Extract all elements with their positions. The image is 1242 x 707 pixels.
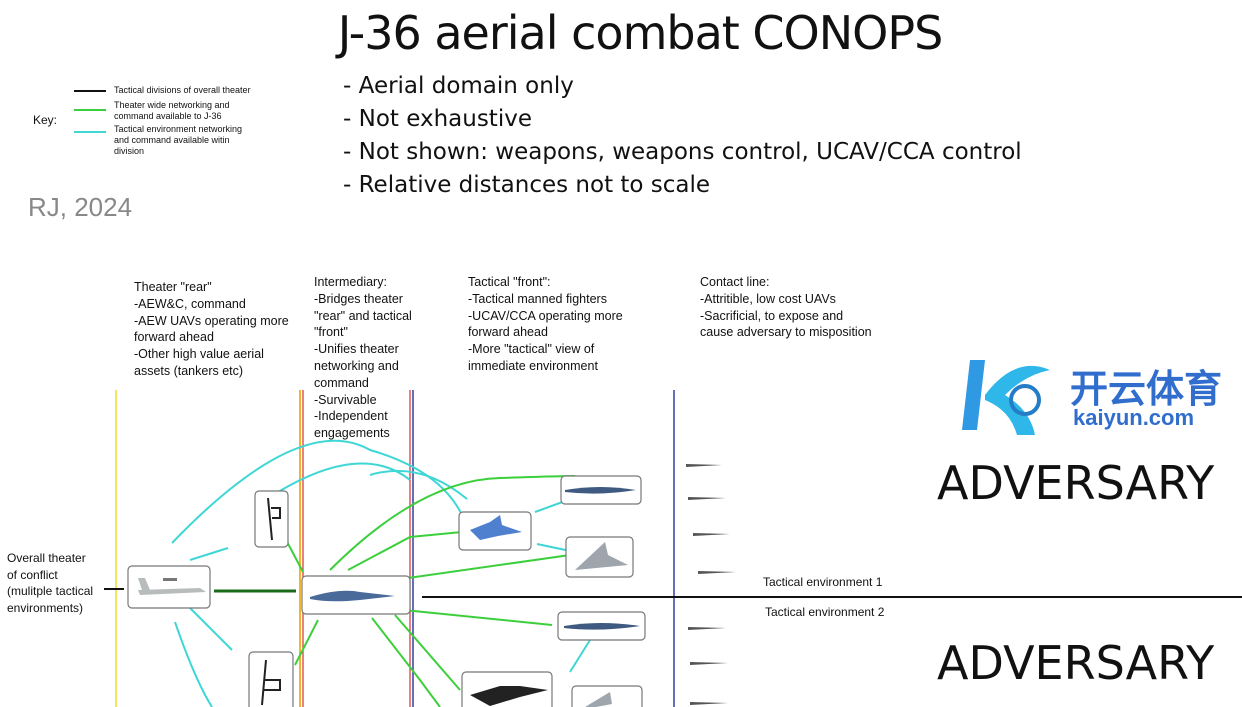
col-line: forward ahead: [468, 325, 548, 340]
green-links: [284, 475, 576, 707]
tactical-env-2-label: Tactical environment 2: [765, 605, 885, 619]
column-rear: Theater "rear" -AEW&C, command -AEW UAVs o…: [134, 279, 289, 380]
cyan-links: [171, 439, 591, 707]
col-line: -Sacrificial, to expose and: [700, 308, 844, 323]
col-line: cause adversary to misposition: [700, 325, 872, 340]
attritable-uav-icons: [686, 464, 736, 705]
watermark-logo: 开云体育 kaiyun.com: [955, 350, 1235, 440]
note: - Aerial domain only: [343, 73, 574, 99]
watermark-cn: 开云体育: [1070, 367, 1223, 411]
adversary-label-bottom: ADVERSARY: [937, 636, 1215, 690]
key-line-black: [74, 90, 106, 92]
col-line: -Attritible, low cost UAVs: [700, 291, 836, 306]
col-line: -UCAV/CCA operating more: [468, 308, 623, 323]
author-credit: RJ, 2024: [28, 192, 133, 222]
key-line-cyan: [74, 131, 106, 133]
col-line: -Survivable: [314, 392, 377, 407]
col-line: -AEW&C, command: [134, 296, 246, 311]
col-line: assets (tankers etc): [134, 363, 244, 378]
aew-uav-box-top: [254, 490, 289, 548]
logo-icon: [962, 360, 1050, 435]
col-line: Tactical "front":: [468, 275, 551, 289]
col-line: Contact line:: [700, 275, 770, 289]
col-line: "rear" and tactical: [314, 308, 412, 323]
page-title: J-36 aerial combat CONOPS: [337, 6, 944, 60]
aewc-box: [127, 565, 211, 609]
notes-list: - Aerial domain only - Not exhaustive - …: [343, 70, 1022, 202]
column-contact: Contact line: -Attritible, low cost UAVs -…: [700, 274, 872, 341]
col-line: -Bridges theater: [314, 291, 403, 306]
column-front: Tactical "front": -Tactical manned fighte…: [468, 274, 623, 375]
col-line: engagements: [314, 426, 390, 441]
note: - Relative distances not to scale: [343, 172, 711, 198]
column-intermediary: Intermediary: -Bridges theater "rear" and …: [314, 274, 412, 442]
key-text: Tactical environment networking and comm…: [114, 124, 243, 156]
adversary-label-top: ADVERSARY: [937, 456, 1215, 510]
col-line: command: [314, 375, 369, 390]
watermark-en: kaiyun.com: [1073, 405, 1195, 430]
label-line: (mulitple tactical: [7, 584, 94, 598]
col-line: Intermediary:: [314, 275, 387, 289]
col-line: -Independent: [314, 409, 388, 424]
col-line: -Other high value aerial: [134, 347, 264, 362]
key-text: Tactical divisions of overall theater: [114, 85, 251, 95]
note: - Not shown: weapons, weapons control, U…: [343, 139, 1022, 165]
label-line: of conflict: [7, 567, 58, 582]
col-line: -Unifies theater: [314, 342, 399, 357]
label-line: environments): [7, 600, 84, 615]
note: - Not exhaustive: [343, 106, 532, 132]
col-line: "front": [314, 325, 348, 340]
col-line: -Tactical manned fighters: [468, 291, 607, 306]
col-line: forward ahead: [134, 330, 214, 345]
tactical-env-1-label: Tactical environment 1: [763, 575, 883, 589]
overall-theater-label: Overall theater of conflict (mulitple tact…: [7, 550, 93, 616]
key-label: Key:: [33, 113, 58, 127]
col-line: immediate environment: [468, 358, 598, 373]
col-line: -AEW UAVs operating more: [134, 313, 289, 328]
key-text: Theater wide networking and command avai…: [114, 100, 230, 121]
label-line: Overall theater: [7, 551, 86, 565]
col-line: Theater "rear": [134, 280, 212, 294]
aircraft-icons: [138, 464, 736, 707]
col-line: networking and: [314, 358, 399, 373]
key-line-green: [74, 109, 106, 111]
col-line: -More "tactical" view of: [468, 342, 595, 357]
